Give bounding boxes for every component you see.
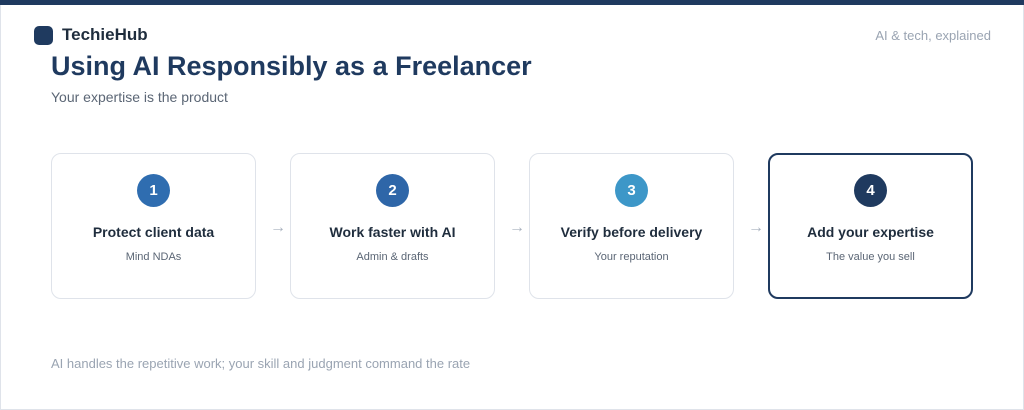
step-card-4: 4 Add your expertise The value you sell [768,153,973,299]
brand-logo-icon [34,25,53,45]
arrow-right-icon: → [748,219,764,236]
page-subtitle: Your expertise is the product [51,89,228,105]
step-card-1: 1 Protect client data Mind NDAs [51,153,256,299]
arrow-right-icon: → [270,219,286,236]
step-number-badge: 1 [137,174,170,207]
step-number-badge: 3 [615,174,648,207]
step-card-3: 3 Verify before delivery Your reputation [529,153,734,299]
step-number-badge: 2 [376,174,409,207]
step-description: Admin & drafts [356,251,429,263]
tagline: AI & tech, explained [875,28,991,43]
steps-flow: 1 Protect client data Mind NDAs → 2 Work… [51,153,973,299]
brand: TechieHub [34,25,148,45]
step-description: Mind NDAs [125,251,182,263]
step-number-badge: 4 [854,174,887,207]
step-title: Add your expertise [807,224,934,240]
step-title: Work faster with AI [329,224,456,240]
step-card-2: 2 Work faster with AI Admin & drafts [290,153,495,299]
step-description: Your reputation [594,251,669,263]
step-title: Verify before delivery [560,224,703,240]
brand-name: TechieHub [62,25,148,44]
footer-note: AI handles the repetitive work; your ski… [51,356,471,371]
top-accent-bar [0,0,1024,5]
page-title: Using AI Responsibly as a Freelancer [51,51,532,81]
step-title: Protect client data [92,224,215,240]
arrow-right-icon: → [509,219,525,236]
step-description: The value you sell [826,251,915,263]
